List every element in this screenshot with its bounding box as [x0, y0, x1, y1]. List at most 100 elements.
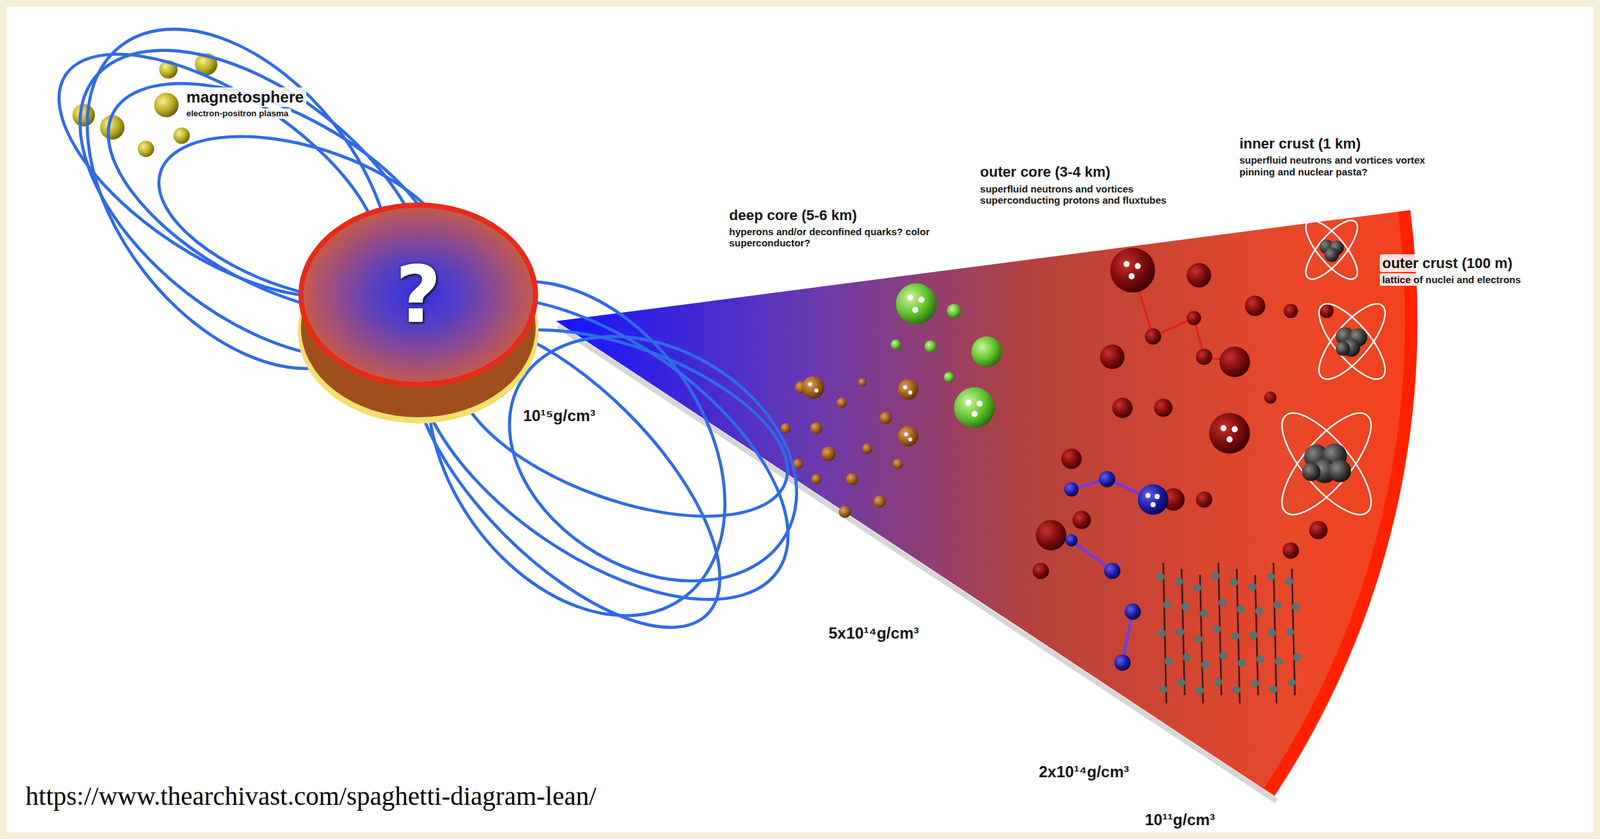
outer-core-particle — [1283, 303, 1299, 319]
outer-core-particle — [1220, 425, 1227, 432]
deep-core-particle — [908, 390, 913, 395]
deep-core-particle — [890, 283, 1002, 428]
deep-core-particle — [897, 379, 919, 400]
vortex-line — [1182, 653, 1191, 662]
crust-nucleus — [1324, 247, 1340, 263]
deep-core-particle — [976, 400, 983, 407]
deep-core-particle — [862, 443, 873, 455]
outer-core-particle — [1186, 262, 1211, 288]
deep-core-particle — [918, 297, 925, 304]
deep-core-particle — [810, 422, 824, 435]
density-value: 5x10¹⁴g/cm³ — [828, 624, 919, 643]
layer-title: deep core (5-6 km) — [726, 206, 860, 225]
layer-note: superfluid neutrons and vortices vortex … — [1236, 153, 1446, 179]
outer-core-particle — [1145, 493, 1151, 499]
deep-core-particle — [873, 495, 887, 509]
vortex-line — [1181, 602, 1190, 611]
crust-nucleus — [1335, 341, 1351, 357]
vortex-line — [1285, 577, 1294, 586]
outer-core-particle — [1032, 563, 1050, 580]
vortex-line — [1194, 635, 1203, 644]
crust-nucleus — [1328, 460, 1351, 483]
outer-core-particle — [1231, 426, 1238, 433]
vortex-line — [1229, 578, 1238, 587]
cross-section-wedge — [1269, 211, 1412, 792]
outer-core-particle — [1099, 471, 1116, 488]
deep-core-particle — [836, 397, 848, 409]
field-line — [21, 0, 841, 677]
deep-core-particle — [807, 382, 912, 442]
crust-nucleus — [1308, 294, 1396, 389]
outer-core-particle — [1060, 448, 1082, 470]
source-url: https://www.thearchivast.com/spaghetti-d… — [25, 781, 597, 812]
vortex-line — [1269, 685, 1278, 694]
plasma-particle — [138, 140, 155, 158]
vortex-line — [1219, 651, 1228, 660]
deep-core-particle — [895, 283, 937, 325]
outer-core-particle — [1150, 502, 1156, 508]
vortex-line — [1286, 628, 1295, 637]
outer-core-particle — [1219, 347, 1251, 378]
deep-core-particle — [846, 473, 859, 486]
outer-core-particle — [1072, 510, 1091, 530]
outer-core-particle — [1309, 521, 1328, 540]
outer-core-particle — [1134, 262, 1141, 269]
crust-nucleus — [1268, 212, 1396, 528]
vortex-line — [1211, 571, 1220, 580]
outer-core-particle — [1145, 493, 1160, 508]
outer-core-particle — [1137, 484, 1169, 516]
plasma-particle — [173, 127, 190, 144]
crust-nucleus — [1297, 212, 1366, 287]
outer-core-particle — [1186, 310, 1201, 326]
vortex-line — [1287, 679, 1296, 687]
crust-nucleus — [1297, 212, 1366, 287]
crust-nucleus — [1268, 400, 1386, 528]
layer-note: lattice of nuclei and electrons — [1379, 273, 1585, 286]
vortex-line — [1231, 632, 1240, 641]
deep-core-particle — [879, 412, 893, 425]
deep-core-particle — [801, 376, 825, 400]
layer-title: inner crust (1 km) — [1236, 134, 1364, 153]
outer-core-particle — [1064, 471, 1169, 672]
outer-core-particle — [1154, 494, 1160, 500]
outer-core-particle — [1064, 482, 1079, 497]
outer-core-particle — [1195, 491, 1213, 509]
deep-core-particle — [908, 437, 913, 442]
vortex-line — [1236, 605, 1245, 614]
vortex-line — [1256, 655, 1265, 664]
question-mark: ? — [395, 255, 442, 335]
vortex-line — [1248, 583, 1257, 591]
deep-core-particle — [903, 432, 908, 437]
outer-core-particle — [1282, 542, 1299, 559]
outer-core-particle — [1104, 563, 1121, 580]
deep-core-particle — [971, 336, 1003, 368]
outer-core-particle — [1099, 344, 1125, 369]
vortex-line — [1177, 679, 1186, 687]
crust-nucleus — [1302, 462, 1321, 482]
deep-core-particle — [971, 410, 978, 417]
region-title: magnetosphere — [183, 87, 307, 108]
outer-core-particle — [1245, 295, 1266, 317]
vortex-line — [1293, 653, 1301, 662]
deep-core-particle — [780, 376, 919, 519]
deep-core-particle — [811, 474, 822, 486]
crust-nucleus — [1302, 239, 1368, 484]
outer-core-particle — [1123, 260, 1130, 267]
vortex-line — [1268, 629, 1276, 637]
vortex-line — [1200, 661, 1209, 670]
vortex-line — [1199, 610, 1208, 618]
outer-core-particle — [1124, 604, 1142, 621]
vortex-line — [1218, 598, 1226, 607]
vortex-line — [1232, 686, 1241, 695]
vortex-line — [1250, 679, 1259, 688]
vortex-line — [1212, 625, 1221, 634]
vortex-line — [1193, 583, 1201, 592]
deep-core-particle — [964, 399, 971, 406]
vortex-line — [1254, 607, 1263, 616]
deep-core-particle — [907, 294, 983, 417]
deep-core-particle — [912, 306, 919, 313]
deep-core-particle — [807, 382, 812, 387]
outer-core-particle — [1123, 260, 1238, 443]
